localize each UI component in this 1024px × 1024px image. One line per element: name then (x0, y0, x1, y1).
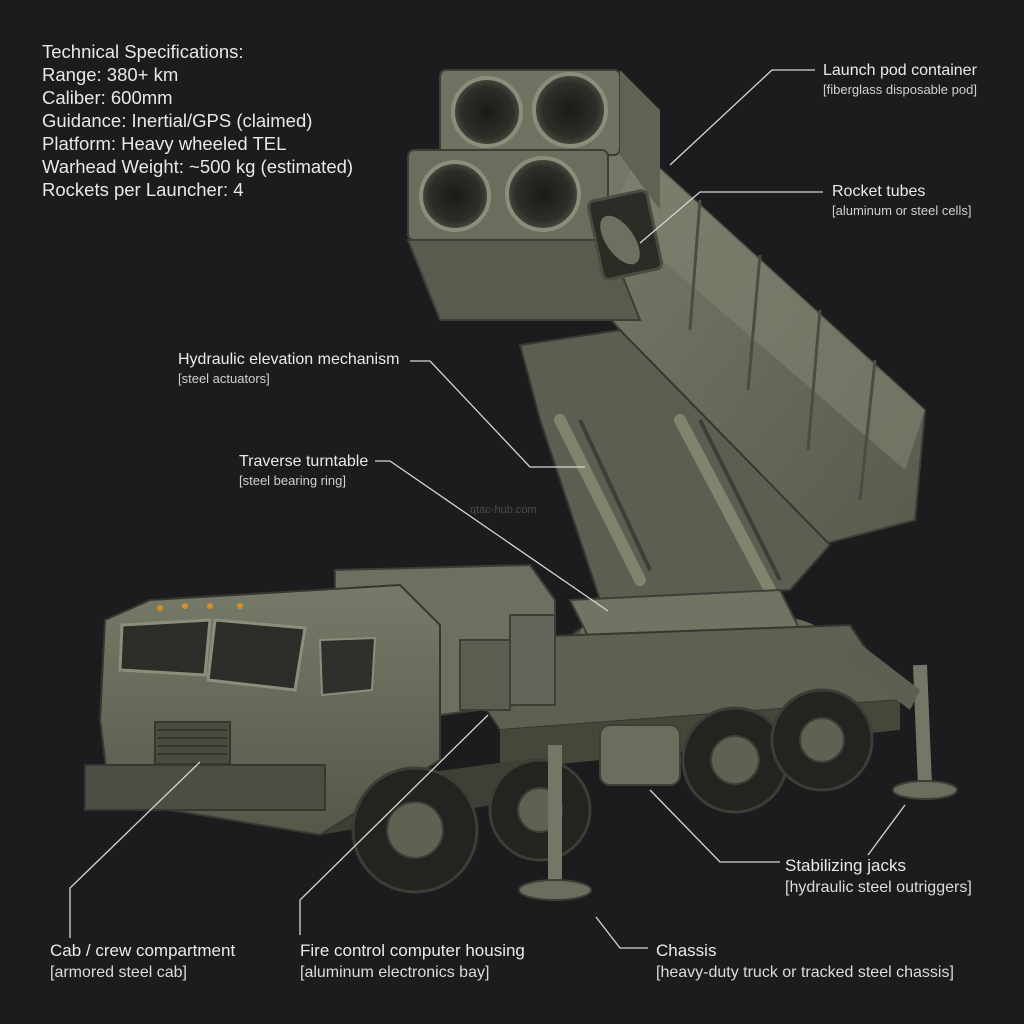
stabilizing-jacks (518, 640, 958, 901)
callout-hydraulic-detail: [steel actuators] (178, 371, 270, 386)
spec-warhead-weight: Warhead Weight: ~500 kg (estimated) (42, 156, 354, 177)
spec-caliber: Caliber: 600mm (42, 87, 173, 108)
callout-fire-control-detail: [aluminum electronics bay] (300, 964, 490, 981)
callout-chassis-name: Chassis (656, 941, 717, 960)
spec-range: Range: 380+ km (42, 64, 179, 85)
spec-rockets-per-launcher: Rockets per Launcher: 4 (42, 179, 244, 200)
callout-cab-detail: [armored steel cab] (50, 964, 187, 981)
callout-hydraulic-name: Hydraulic elevation mechanism (178, 351, 400, 368)
callout-cab: Cab / crew compartment [armored steel ca… (50, 940, 235, 983)
callout-hydraulic-elevation: Hydraulic elevation mechanism [steel act… (178, 350, 399, 387)
rocket-tubes (419, 72, 664, 281)
callout-turntable-detail: [steel bearing ring] (239, 473, 346, 488)
spec-guidance: Guidance: Inertial/GPS (claimed) (42, 110, 313, 131)
callout-rocket-tubes-detail: [aluminum or steel cells] (832, 203, 972, 218)
callout-fire-control: Fire control computer housing [aluminum … (300, 940, 525, 983)
callout-jacks-name: Stabilizing jacks (785, 856, 906, 875)
callout-launch-pod-name: Launch pod container (823, 62, 977, 79)
specs-heading: Technical Specifications: (42, 41, 244, 62)
spec-platform: Platform: Heavy wheeled TEL (42, 133, 287, 154)
callout-traverse-turntable: Traverse turntable [steel bearing ring] (239, 452, 368, 489)
wheels (351, 688, 874, 894)
callout-turntable-name: Traverse turntable (239, 453, 369, 470)
callout-chassis-detail: [heavy-duty truck or tracked steel chass… (656, 964, 954, 981)
callout-chassis: Chassis [heavy-duty truck or tracked ste… (656, 940, 954, 983)
callout-jacks-detail: [hydraulic steel outriggers] (785, 879, 972, 896)
callout-cab-name: Cab / crew compartment (50, 941, 236, 960)
hydraulic-elevation-mechanism (518, 328, 832, 602)
callout-stabilizing-jacks: Stabilizing jacks [hydraulic steel outri… (785, 855, 972, 898)
callout-launch-pod: Launch pod container [fiberglass disposa… (823, 61, 977, 98)
callout-launch-pod-detail: [fiberglass disposable pod] (823, 82, 977, 97)
cab-crew-compartment (84, 583, 441, 837)
callout-fire-control-name: Fire control computer housing (300, 941, 525, 960)
callout-rocket-tubes: Rocket tubes [aluminum or steel cells] (832, 182, 971, 219)
callout-rocket-tubes-name: Rocket tubes (832, 183, 926, 200)
watermark: qtac-hub.com (470, 504, 537, 516)
technical-specifications: Technical Specifications: Range: 380+ km… (42, 40, 353, 201)
leader-lines (69, 69, 906, 949)
